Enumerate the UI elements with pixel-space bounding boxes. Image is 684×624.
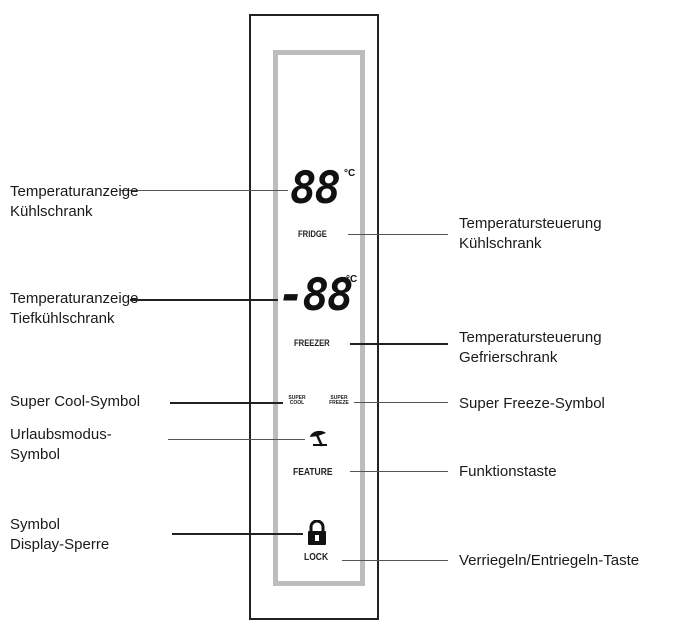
label-fridge-temperature-control: Temperatursteuerung Kühlschrank [459, 214, 602, 254]
super-cool-line1: SUPER [288, 395, 306, 401]
label-line: Temperaturanzeige [10, 183, 139, 200]
umbrella-icon [310, 430, 327, 447]
lock-button[interactable]: LOCK [304, 552, 329, 563]
label-line: Gefrierschrank [459, 349, 558, 366]
label-line: Temperaturanzeige [10, 290, 139, 307]
fridge-temperature-display: 88 [290, 163, 341, 214]
label-fridge-temperature-display: Temperaturanzeige Kühlschrank [10, 182, 138, 222]
leader-line-freezer-control [350, 343, 448, 345]
label-line: Funktionstaste [459, 463, 557, 480]
label-freezer-temperature-control: Temperatursteuerung Gefrierschrank [459, 328, 602, 368]
label-line: Super Freeze-Symbol [459, 395, 605, 412]
label-feature-button: Funktionstaste [459, 462, 557, 482]
label-line: Kühlschrank [459, 235, 542, 252]
leader-line-holiday [168, 439, 305, 440]
leader-line-fridge-control [348, 234, 448, 235]
super-freeze-symbol: SUPER FREEZE [326, 396, 352, 406]
control-panel-frame [249, 14, 379, 620]
freezer-unit-label: °C [346, 274, 358, 285]
label-line: Temperatursteuerung [459, 329, 602, 346]
feature-button[interactable]: FEATURE [293, 467, 333, 478]
super-cool-line2: COOL [289, 400, 305, 406]
label-line: Display-Sperre [10, 536, 110, 553]
display-window [273, 50, 365, 586]
label-line: Urlaubsmodus- [10, 426, 112, 443]
label-holiday-symbol: Urlaubsmodus- Symbol [10, 425, 112, 465]
label-line: Temperatursteuerung [459, 215, 602, 232]
leader-line-feature [350, 471, 448, 472]
fridge-button[interactable]: FRIDGE [298, 229, 327, 239]
label-freezer-temperature-display: Temperaturanzeige Tiefkühlschrank [10, 289, 138, 329]
padlock-icon [308, 520, 326, 545]
leader-line-super-cool [170, 402, 283, 404]
freezer-temperature-display: -88 [278, 270, 353, 321]
leader-line-fridge-display [120, 190, 288, 191]
super-freeze-line2: FREEZE [329, 400, 349, 406]
label-display-lock-symbol: Symbol Display-Sperre [10, 515, 109, 555]
freezer-button[interactable]: FREEZER [294, 338, 330, 348]
leader-line-super-freeze [354, 402, 448, 403]
label-line: Kühlschrank [10, 203, 93, 220]
super-freeze-line1: SUPER [330, 395, 348, 401]
leader-line-display-lock [172, 533, 303, 535]
label-lock-button: Verriegeln/Entriegeln-Taste [459, 551, 639, 571]
super-cool-symbol: SUPER COOL [286, 396, 308, 406]
label-line: Super Cool-Symbol [10, 393, 141, 410]
label-super-cool-symbol: Super Cool-Symbol [10, 392, 140, 412]
label-line: Symbol [10, 446, 61, 463]
fridge-unit-label: °C [344, 168, 356, 179]
label-line: Verriegeln/Entriegeln-Taste [459, 552, 640, 569]
leader-line-lock [342, 560, 448, 561]
leader-line-freezer-display [130, 299, 278, 301]
label-super-freeze-symbol: Super Freeze-Symbol [459, 394, 605, 414]
label-line: Tiefkühlschrank [10, 310, 115, 327]
label-line: Symbol [10, 516, 61, 533]
